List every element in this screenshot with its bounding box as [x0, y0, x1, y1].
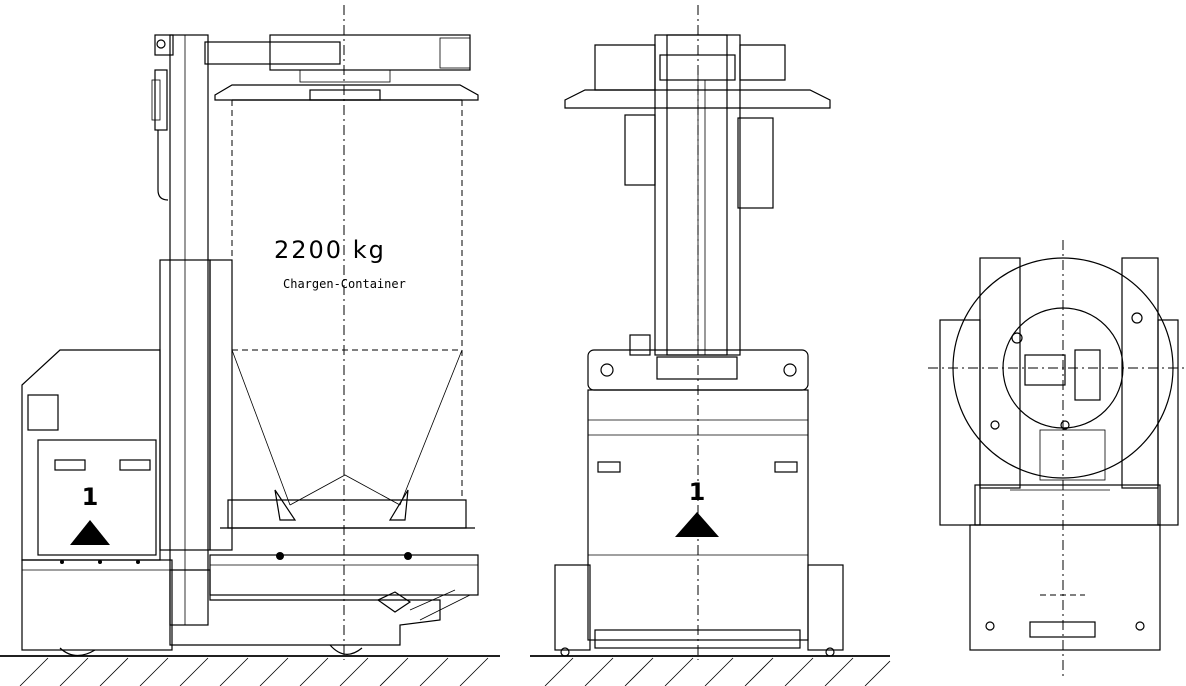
load-weight-label: 2200 kg	[274, 236, 386, 264]
logo-front	[675, 512, 719, 537]
ground-left	[0, 655, 500, 686]
truck-number-side: 1	[82, 483, 99, 511]
side-view: 1 2200 kg Chargen-Container	[21, 5, 479, 660]
mast	[169, 34, 209, 626]
drive-unit	[21, 349, 161, 561]
front-view: 1	[554, 5, 844, 660]
ground-right	[530, 655, 891, 686]
top-base	[969, 524, 1161, 651]
lid	[214, 84, 479, 101]
logo-side	[70, 520, 110, 545]
top-view	[928, 240, 1186, 680]
container-label: Chargen-Container	[283, 277, 406, 291]
truck-number-front: 1	[689, 478, 706, 506]
container-outline	[952, 257, 1174, 479]
front-body	[587, 389, 809, 641]
